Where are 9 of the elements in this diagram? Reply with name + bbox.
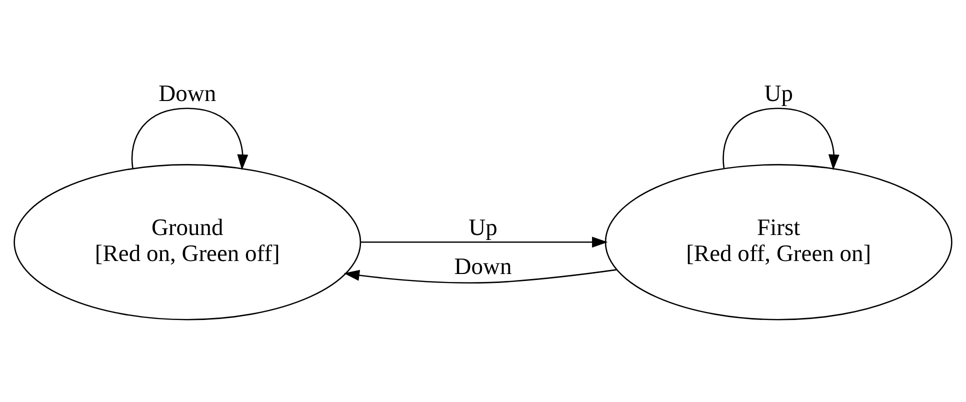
arrow xyxy=(344,269,618,284)
edge-label: Up xyxy=(764,81,793,108)
arrow xyxy=(360,236,608,248)
arrow xyxy=(131,108,248,170)
arrow xyxy=(722,108,840,170)
node-ellipse: First [Red off, Green on] xyxy=(604,164,952,320)
edge-label: Down xyxy=(158,81,216,108)
edge-label: Up xyxy=(468,214,498,241)
edge-label: Down xyxy=(454,254,512,280)
